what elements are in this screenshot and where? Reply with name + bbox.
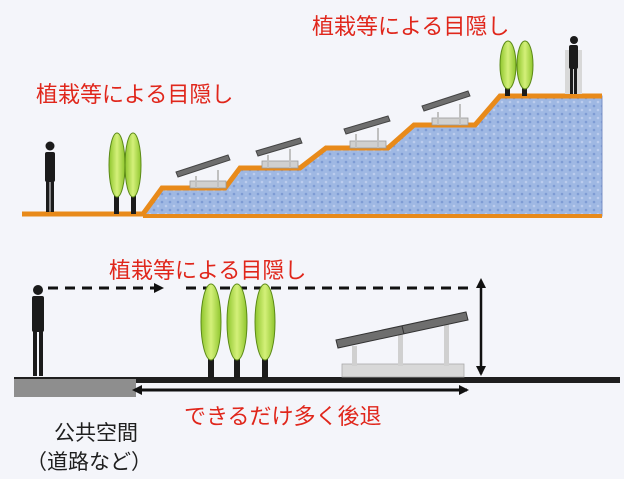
label-screening-bottom: 植栽等による目隠し <box>109 259 307 284</box>
ground-line-top <box>22 93 602 217</box>
top-section <box>22 36 603 218</box>
solar-panel-bottom <box>335 311 469 378</box>
person-figure-bottom <box>32 285 44 376</box>
trees-top-right <box>499 40 534 96</box>
trees-top-left <box>108 132 142 214</box>
label-setback: できるだけ多く後退 <box>184 405 382 430</box>
label-public-space: 公共空間 <box>54 421 138 445</box>
label-public-space-note: （道路など） <box>26 450 152 474</box>
solar-panel-1 <box>175 154 231 189</box>
solar-panel-3 <box>343 115 391 149</box>
solar-panel-2 <box>255 137 303 169</box>
person-figure-top-left <box>45 141 55 212</box>
public-space-block <box>14 379 136 397</box>
trees-bottom <box>200 283 276 378</box>
bottom-section <box>14 278 620 397</box>
ground-line <box>14 377 620 383</box>
stepped-slope <box>142 95 603 217</box>
solar-panel-4 <box>421 90 471 126</box>
label-screening-top-left: 植栽等による目隠し <box>36 83 234 108</box>
person-figure-top-right <box>565 36 582 94</box>
label-screening-top-right: 植栽等による目隠し <box>312 15 510 40</box>
